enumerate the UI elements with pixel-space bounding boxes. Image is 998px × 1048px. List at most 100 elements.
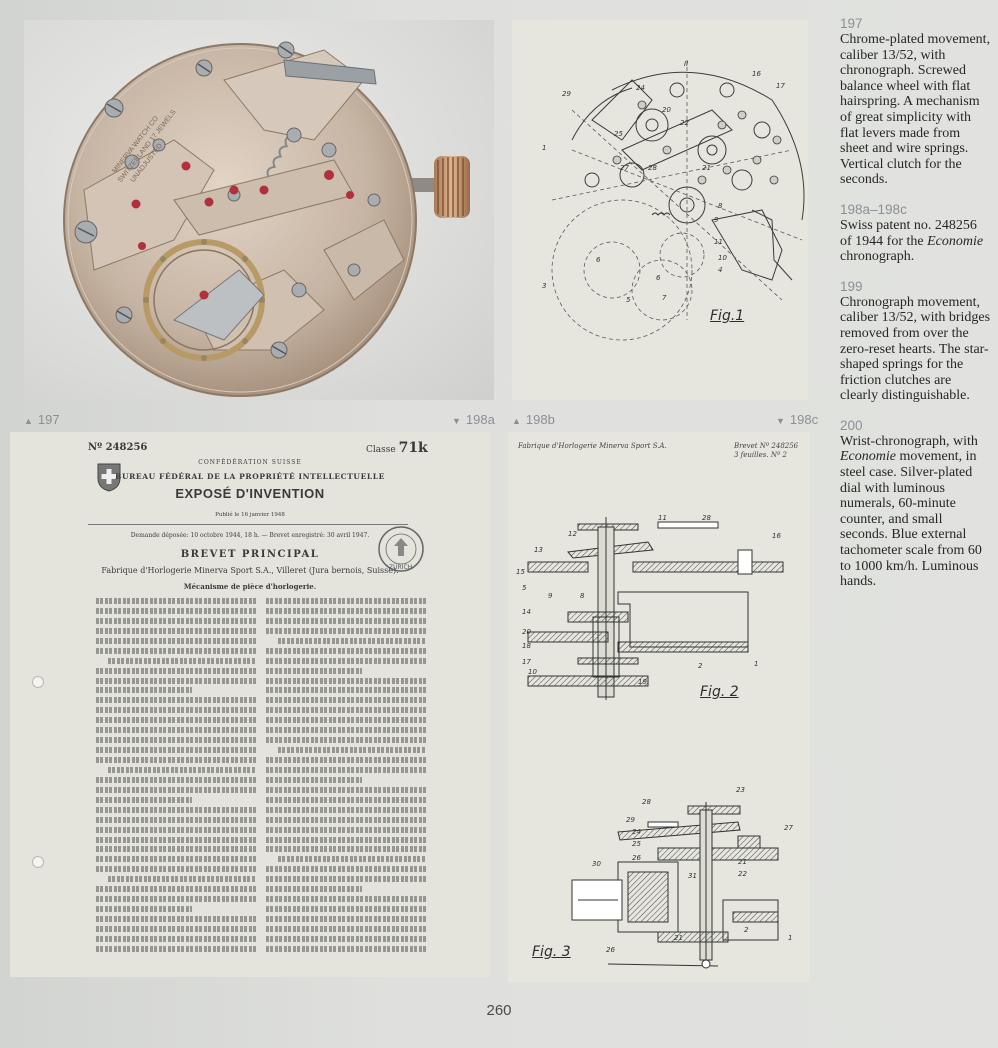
fig3-label: Fig. 3: [532, 944, 571, 960]
patent-text-line: [266, 945, 426, 952]
svg-text:27: 27: [784, 824, 793, 832]
patent-body-left-column: [96, 598, 256, 958]
patent-text-line: [96, 866, 256, 873]
svg-text:21: 21: [674, 934, 683, 942]
svg-text:2: 2: [698, 662, 703, 670]
patent-number: Nº 248256: [88, 442, 148, 453]
figure-label-197: ▲197: [24, 412, 60, 427]
patent-text-line: [96, 935, 256, 942]
figure-label-198c: ▼198c: [776, 412, 819, 427]
patent-text-line: [266, 657, 426, 664]
svg-text:24: 24: [636, 84, 645, 92]
figure-label-198a: ▼198a: [452, 412, 495, 427]
svg-text:13: 13: [534, 546, 543, 554]
svg-text:23: 23: [736, 786, 745, 794]
patent-text-line: [96, 687, 192, 694]
svg-text:10: 10: [718, 254, 727, 262]
patent-filing: Demande déposée: 10 octobre 1944, 18 h. …: [130, 532, 370, 539]
patent-text-line: [96, 776, 256, 783]
patent-text-line: [266, 906, 426, 913]
svg-text:7: 7: [662, 294, 667, 302]
svg-text:26: 26: [632, 854, 641, 862]
svg-text:9: 9: [714, 216, 719, 224]
patent-text-line: [96, 916, 256, 922]
drawing-header-right: Brevet Nº 248256 3 feuilles. Nº 2: [734, 442, 804, 460]
patent-bureau: BUREAU FÉDÉRAL DE LA PROPRIÉTÉ INTELLECT…: [115, 472, 385, 481]
svg-text:3: 3: [542, 282, 546, 290]
patent-text-line: [266, 737, 426, 744]
patent-heading: BREVET PRINCIPAL: [180, 549, 320, 560]
caption-text: Wrist-chronograph, with Economie movemen…: [840, 433, 982, 590]
patent-text-line: [266, 757, 426, 763]
patent-text-line: [266, 677, 426, 684]
svg-text:28: 28: [648, 164, 657, 172]
svg-text:24: 24: [632, 828, 641, 836]
patent-text-line: [266, 846, 426, 853]
patent-text-line: [266, 598, 426, 604]
svg-text:21: 21: [702, 164, 711, 172]
captions-column: 197 Chrome-plated movement, caliber 13/5…: [840, 16, 992, 604]
patent-text-line: [96, 717, 256, 724]
svg-text:28: 28: [702, 514, 711, 522]
fig1-label: Fig.1: [710, 308, 745, 324]
patent-text-line: [266, 687, 426, 694]
svg-text:11: 11: [714, 238, 723, 246]
patent-text-line: [96, 707, 256, 714]
patent-text-line: [96, 667, 256, 674]
patent-text-line: [266, 826, 426, 833]
svg-text:1: 1: [788, 934, 792, 942]
stamp-text: ZÜRICH: [389, 564, 412, 571]
svg-text:5: 5: [626, 296, 631, 304]
patent-class-label: Classe: [366, 445, 396, 455]
caption-199: 199 Chronograph movement, caliber 13/52,…: [840, 279, 992, 404]
svg-text:29: 29: [626, 816, 635, 824]
patent-text-line: [96, 607, 256, 614]
patent-text-line: [266, 866, 426, 873]
svg-text:1: 1: [542, 144, 546, 152]
figure-197-movement-photo: MINERVA WATCH CO SWITZERLAND 17 JEWELS U…: [24, 20, 494, 400]
svg-text:26: 26: [606, 946, 615, 954]
patent-text-line: [266, 766, 426, 773]
svg-text:17: 17: [776, 82, 785, 90]
patent-text-line: [96, 856, 256, 863]
patent-text-line: [96, 637, 256, 644]
patent-text-line: [266, 667, 362, 674]
svg-text:30: 30: [592, 860, 601, 868]
caption-number: 199: [840, 278, 863, 294]
svg-text:10: 10: [528, 668, 537, 676]
patent-text-line: [266, 836, 426, 843]
patent-subject: Mécanisme de pièce d'horlogerie.: [183, 582, 317, 591]
patent-text-line: [96, 906, 192, 913]
page-number: 260: [486, 1002, 512, 1019]
patent-text-line: [96, 727, 256, 734]
svg-text:22: 22: [738, 870, 747, 878]
svg-text:II: II: [684, 60, 688, 68]
drawing-header-left: Fabrique d'Horlogerie Minerva Sport S.A.: [518, 442, 667, 450]
patent-text-line: [266, 776, 362, 783]
svg-text:19: 19: [638, 678, 647, 686]
patent-holder: Fabrique d'Horlogerie Minerva Sport S.A.…: [101, 566, 399, 575]
svg-text:8: 8: [718, 202, 723, 210]
caption-text: Swiss patent no. 248256 of 1944 for the …: [840, 217, 984, 265]
patent-text-line: [278, 856, 426, 863]
svg-text:25: 25: [614, 130, 623, 138]
svg-text:20: 20: [662, 106, 671, 114]
caption-text: Chrome-plated movement, caliber 13/52, w…: [840, 32, 991, 188]
patent-confederation: CONFÉDÉRATION SUISSE: [198, 459, 302, 466]
patent-text-line: [96, 826, 256, 833]
patent-text-line: [266, 707, 426, 714]
patent-text-line: [108, 766, 256, 773]
patent-text-line: [96, 945, 256, 952]
caption-number: 200: [840, 417, 863, 433]
svg-text:29: 29: [562, 90, 571, 98]
patent-text-line: [96, 806, 256, 813]
svg-text:16: 16: [772, 532, 781, 540]
patent-text-line: [96, 786, 256, 793]
patent-text-line: [266, 916, 426, 922]
svg-text:1: 1: [754, 660, 758, 668]
patent-text-line: [266, 876, 426, 883]
patent-text-line: [96, 896, 256, 903]
